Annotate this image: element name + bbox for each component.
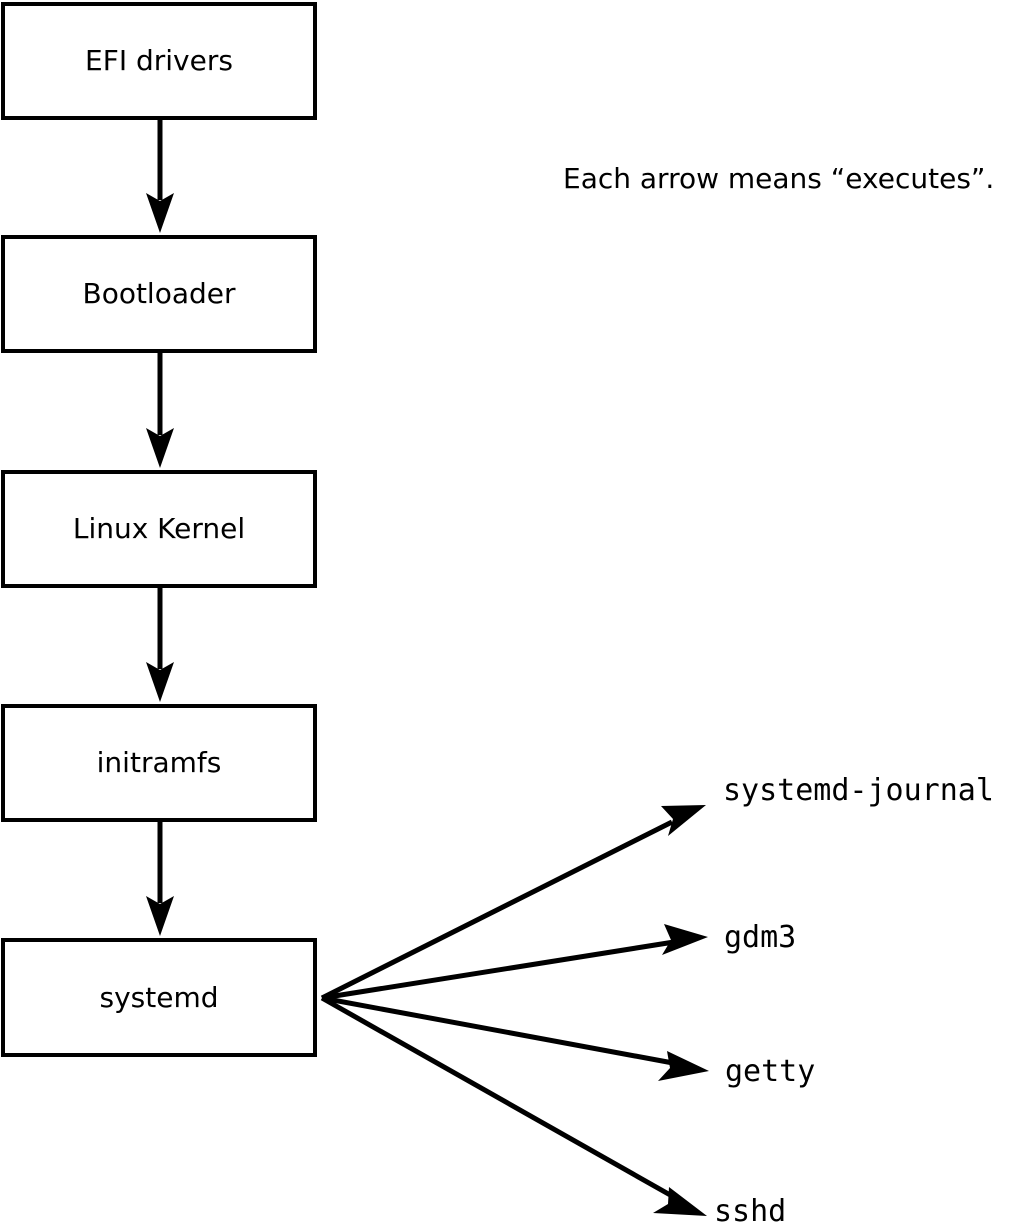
stage-box-efi-drivers[interactable]: EFI drivers <box>1 2 317 120</box>
stage-label-systemd: systemd <box>99 980 219 1014</box>
arrow-meaning-annotation: Each arrow means “executes”. <box>563 162 995 195</box>
process-label-systemd-journal[interactable]: systemd-journal <box>723 773 994 808</box>
arrow-systemd-to-systemd-journal <box>320 805 706 1001</box>
stage-label-initramfs: initramfs <box>96 746 222 779</box>
stage-box-bootloader[interactable]: Bootloader <box>1 235 317 353</box>
process-label-getty[interactable]: getty <box>725 1054 816 1089</box>
arrow-initramfs-to-systemd <box>146 822 174 936</box>
arrow-systemd-to-getty <box>321 995 709 1081</box>
stage-label-efi-drivers: EFI drivers <box>85 44 233 77</box>
stage-box-linux-kernel[interactable]: Linux Kernel <box>1 470 317 588</box>
process-label-sshd[interactable]: sshd <box>714 1194 787 1229</box>
arrow-linux-kernel-to-initramfs <box>146 588 174 702</box>
stage-label-linux-kernel: Linux Kernel <box>72 512 246 545</box>
arrow-bootloader-to-linux-kernel <box>146 352 174 468</box>
stage-label-bootloader: Bootloader <box>82 277 236 310</box>
stage-box-systemd[interactable]: systemd <box>1 938 317 1057</box>
process-label-gdm3[interactable]: gdm3 <box>724 920 797 955</box>
arrow-efi-drivers-to-bootloader <box>146 120 174 233</box>
stage-box-initramfs[interactable]: initramfs <box>1 704 317 822</box>
arrow-systemd-to-sshd <box>320 995 707 1216</box>
arrow-systemd-to-gdm3 <box>321 924 708 1001</box>
